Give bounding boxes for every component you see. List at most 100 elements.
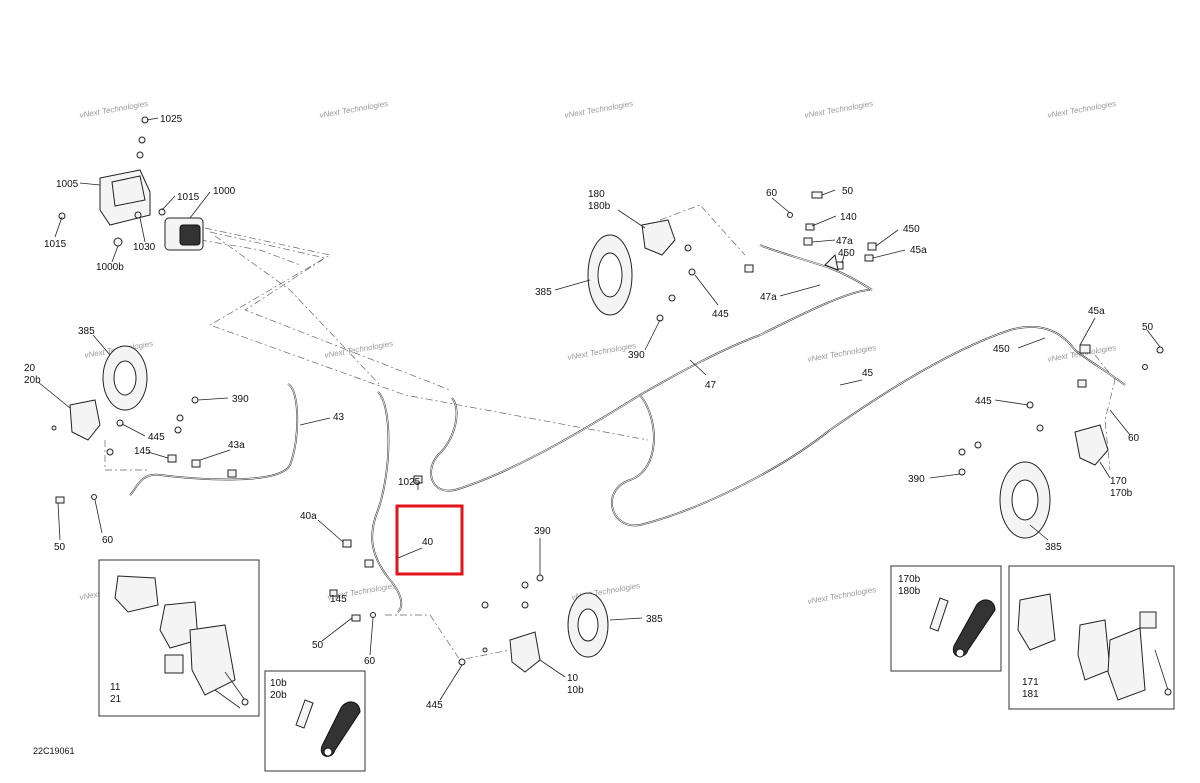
label-45: 45 [862, 368, 874, 379]
bleeder-screw [295, 699, 314, 729]
label-385: 385 [78, 326, 95, 337]
pad-pin [1164, 688, 1172, 696]
bolt-390 [536, 574, 544, 582]
label-445: 445 [148, 432, 165, 443]
label-50: 50 [312, 640, 324, 651]
label-60: 60 [1128, 433, 1140, 444]
label-180b: 180b [898, 586, 921, 597]
routing-line [209, 231, 451, 391]
watermark: vNext Technologies [807, 585, 877, 606]
fitting-40a [342, 539, 352, 548]
label-47a: 47a [760, 292, 777, 303]
label-10b: 10b [270, 678, 287, 689]
banjo-50 [1156, 346, 1164, 354]
pad-pin [241, 698, 249, 706]
label-385: 385 [1045, 542, 1062, 553]
routing-line [385, 614, 511, 661]
label-385: 385 [535, 287, 552, 298]
bolt [481, 601, 489, 609]
label-445: 445 [426, 700, 443, 711]
label-450: 450 [993, 344, 1010, 355]
inset-bleeder-170b-180b: 170b 180b [890, 565, 1002, 672]
label-390: 390 [232, 394, 249, 405]
fitting-45a [1079, 344, 1091, 354]
watermark: vNext Technologies [804, 99, 874, 120]
inset-frame [890, 565, 1002, 672]
caliper-180 [641, 219, 676, 256]
abs-module-assembly [58, 116, 204, 251]
bolt [684, 244, 692, 252]
bolt [106, 448, 114, 456]
label-45a: 45a [1088, 306, 1105, 317]
label-145: 145 [134, 446, 151, 457]
label-20: 20 [24, 363, 36, 374]
bolt-1015 [158, 208, 166, 216]
label-390: 390 [534, 526, 551, 537]
bolt [1036, 424, 1044, 432]
brake-pad [1017, 593, 1056, 651]
label-40a: 40a [300, 511, 317, 522]
bolt [521, 601, 529, 609]
washer-60 [91, 494, 97, 500]
inset-brake-pads-171-181: 171 181 [1008, 565, 1175, 710]
label-1025: 1025 [398, 477, 421, 488]
grommet-1000b [113, 237, 123, 247]
label-1025: 1025 [160, 114, 183, 125]
routing-line [659, 204, 746, 256]
routing-line [1094, 354, 1116, 471]
bolt-390 [656, 314, 664, 322]
pad-shim [1139, 611, 1157, 629]
fastener [136, 151, 144, 159]
label-450: 450 [903, 224, 920, 235]
inset-bleeder-10b-20b: 10b 20b [264, 670, 366, 772]
brake-line-40 [371, 391, 403, 613]
label-1030: 1030 [133, 242, 156, 253]
washer [51, 425, 57, 431]
banjo-50 [351, 614, 361, 622]
bolt [176, 414, 184, 422]
brake-pad [1077, 619, 1111, 681]
label-181: 181 [1022, 689, 1039, 700]
routing-line [199, 239, 301, 266]
label-170b: 170b [1110, 488, 1133, 499]
fitting-140 [805, 223, 815, 231]
label-10: 10 [567, 673, 579, 684]
brake-pipes [129, 244, 1126, 613]
label-50: 50 [842, 186, 854, 197]
label-20b: 20b [270, 690, 287, 701]
label-50: 50 [54, 542, 66, 553]
bolt [174, 426, 182, 434]
fitting [1077, 379, 1087, 388]
bracket [824, 253, 839, 271]
disc-hub [597, 252, 623, 298]
routing-line [204, 227, 649, 441]
bleeder-cap-ring [955, 648, 965, 658]
part-labels: 1025 1005 1015 1015 1000 1030 1000b 180 … [24, 114, 1154, 711]
brake-line-47a [759, 244, 873, 291]
label-180b: 180b [588, 201, 611, 212]
label-47a: 47a [836, 236, 853, 247]
label-11: 11 [110, 682, 121, 693]
brake-pad [114, 575, 159, 613]
label-170b: 170b [898, 574, 921, 585]
watermark: vNext Technologies [319, 99, 389, 120]
label-40: 40 [422, 537, 434, 548]
fitting [227, 469, 237, 478]
label-170: 170 [1110, 476, 1127, 487]
watermark: vNext Technologies [807, 343, 877, 364]
label-1000b: 1000b [96, 262, 124, 273]
watermarks: vNext Technologies vNext Technologies vN… [79, 99, 1117, 606]
abs-bracket-face [111, 175, 146, 207]
diagram-id-code: 22C19061 [33, 746, 75, 756]
fitting [364, 559, 374, 568]
pad-backing-plate [1107, 627, 1146, 701]
washer-60 [370, 612, 376, 618]
leader-lines [37, 117, 1161, 701]
disc-hub [113, 360, 137, 396]
caliper-disc-170-assembly [958, 344, 1164, 539]
junction-fittings [744, 191, 877, 273]
label-60: 60 [766, 188, 778, 199]
label-390: 390 [628, 350, 645, 361]
label-390: 390 [908, 474, 925, 485]
